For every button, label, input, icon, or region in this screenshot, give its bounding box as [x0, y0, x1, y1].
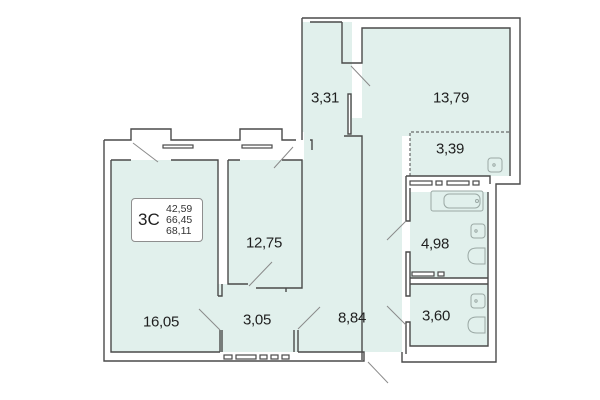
window [437, 271, 445, 277]
fixtures [430, 157, 503, 334]
window [281, 354, 290, 360]
sink [470, 223, 486, 239]
door [386, 305, 407, 326]
toilet [467, 316, 486, 334]
door [297, 306, 321, 330]
area-kitchen-niche: 3,39 [436, 140, 464, 158]
partition [347, 93, 352, 135]
apartment-type: 3С [138, 210, 160, 229]
door [248, 261, 273, 287]
apartment-info-badge: 3С 42,59 66,45 68,11 [131, 198, 203, 242]
area-hallway: 8,84 [338, 309, 366, 327]
room-hallway[interactable] [304, 118, 402, 352]
living-area: 42,59 [166, 202, 193, 215]
window [223, 354, 233, 360]
area-toilet: 3,60 [422, 307, 450, 325]
walls [103, 17, 521, 363]
room-entry-closet[interactable] [302, 22, 352, 132]
window [162, 144, 194, 149]
area-bedroom-left: 16,05 [142, 313, 180, 331]
door [273, 146, 294, 169]
doors [132, 65, 407, 384]
area-entry-closet: 3,31 [311, 89, 339, 107]
window [411, 271, 435, 277]
room-bedroom-middle[interactable] [228, 160, 304, 284]
area-bathroom: 4,98 [421, 235, 449, 253]
sink [470, 293, 486, 309]
window [409, 180, 433, 186]
door [350, 65, 371, 87]
entrance-door [367, 361, 389, 384]
area-bedroom-middle: 12,75 [245, 234, 283, 252]
window [270, 354, 279, 360]
door [132, 142, 159, 163]
bathtub-inner [443, 193, 481, 209]
area-summary: 42,59 66,45 68,11 [166, 202, 193, 237]
room-corridor[interactable] [218, 284, 304, 352]
toilet [467, 247, 486, 265]
door [198, 308, 221, 331]
room-fills [111, 22, 510, 352]
window [259, 354, 268, 360]
total-area: 66,45 [166, 213, 193, 226]
window [472, 180, 480, 186]
total-area-with-balcony: 68,11 [166, 224, 192, 237]
window [241, 144, 273, 149]
area-kitchen-living: 13,79 [432, 89, 470, 107]
window [446, 180, 470, 186]
door [386, 220, 407, 241]
area-corridor: 3,05 [243, 311, 271, 329]
room-bedroom-left[interactable] [111, 160, 218, 352]
room-kitchen-living[interactable] [362, 28, 510, 136]
window [235, 354, 257, 360]
window [435, 180, 443, 186]
